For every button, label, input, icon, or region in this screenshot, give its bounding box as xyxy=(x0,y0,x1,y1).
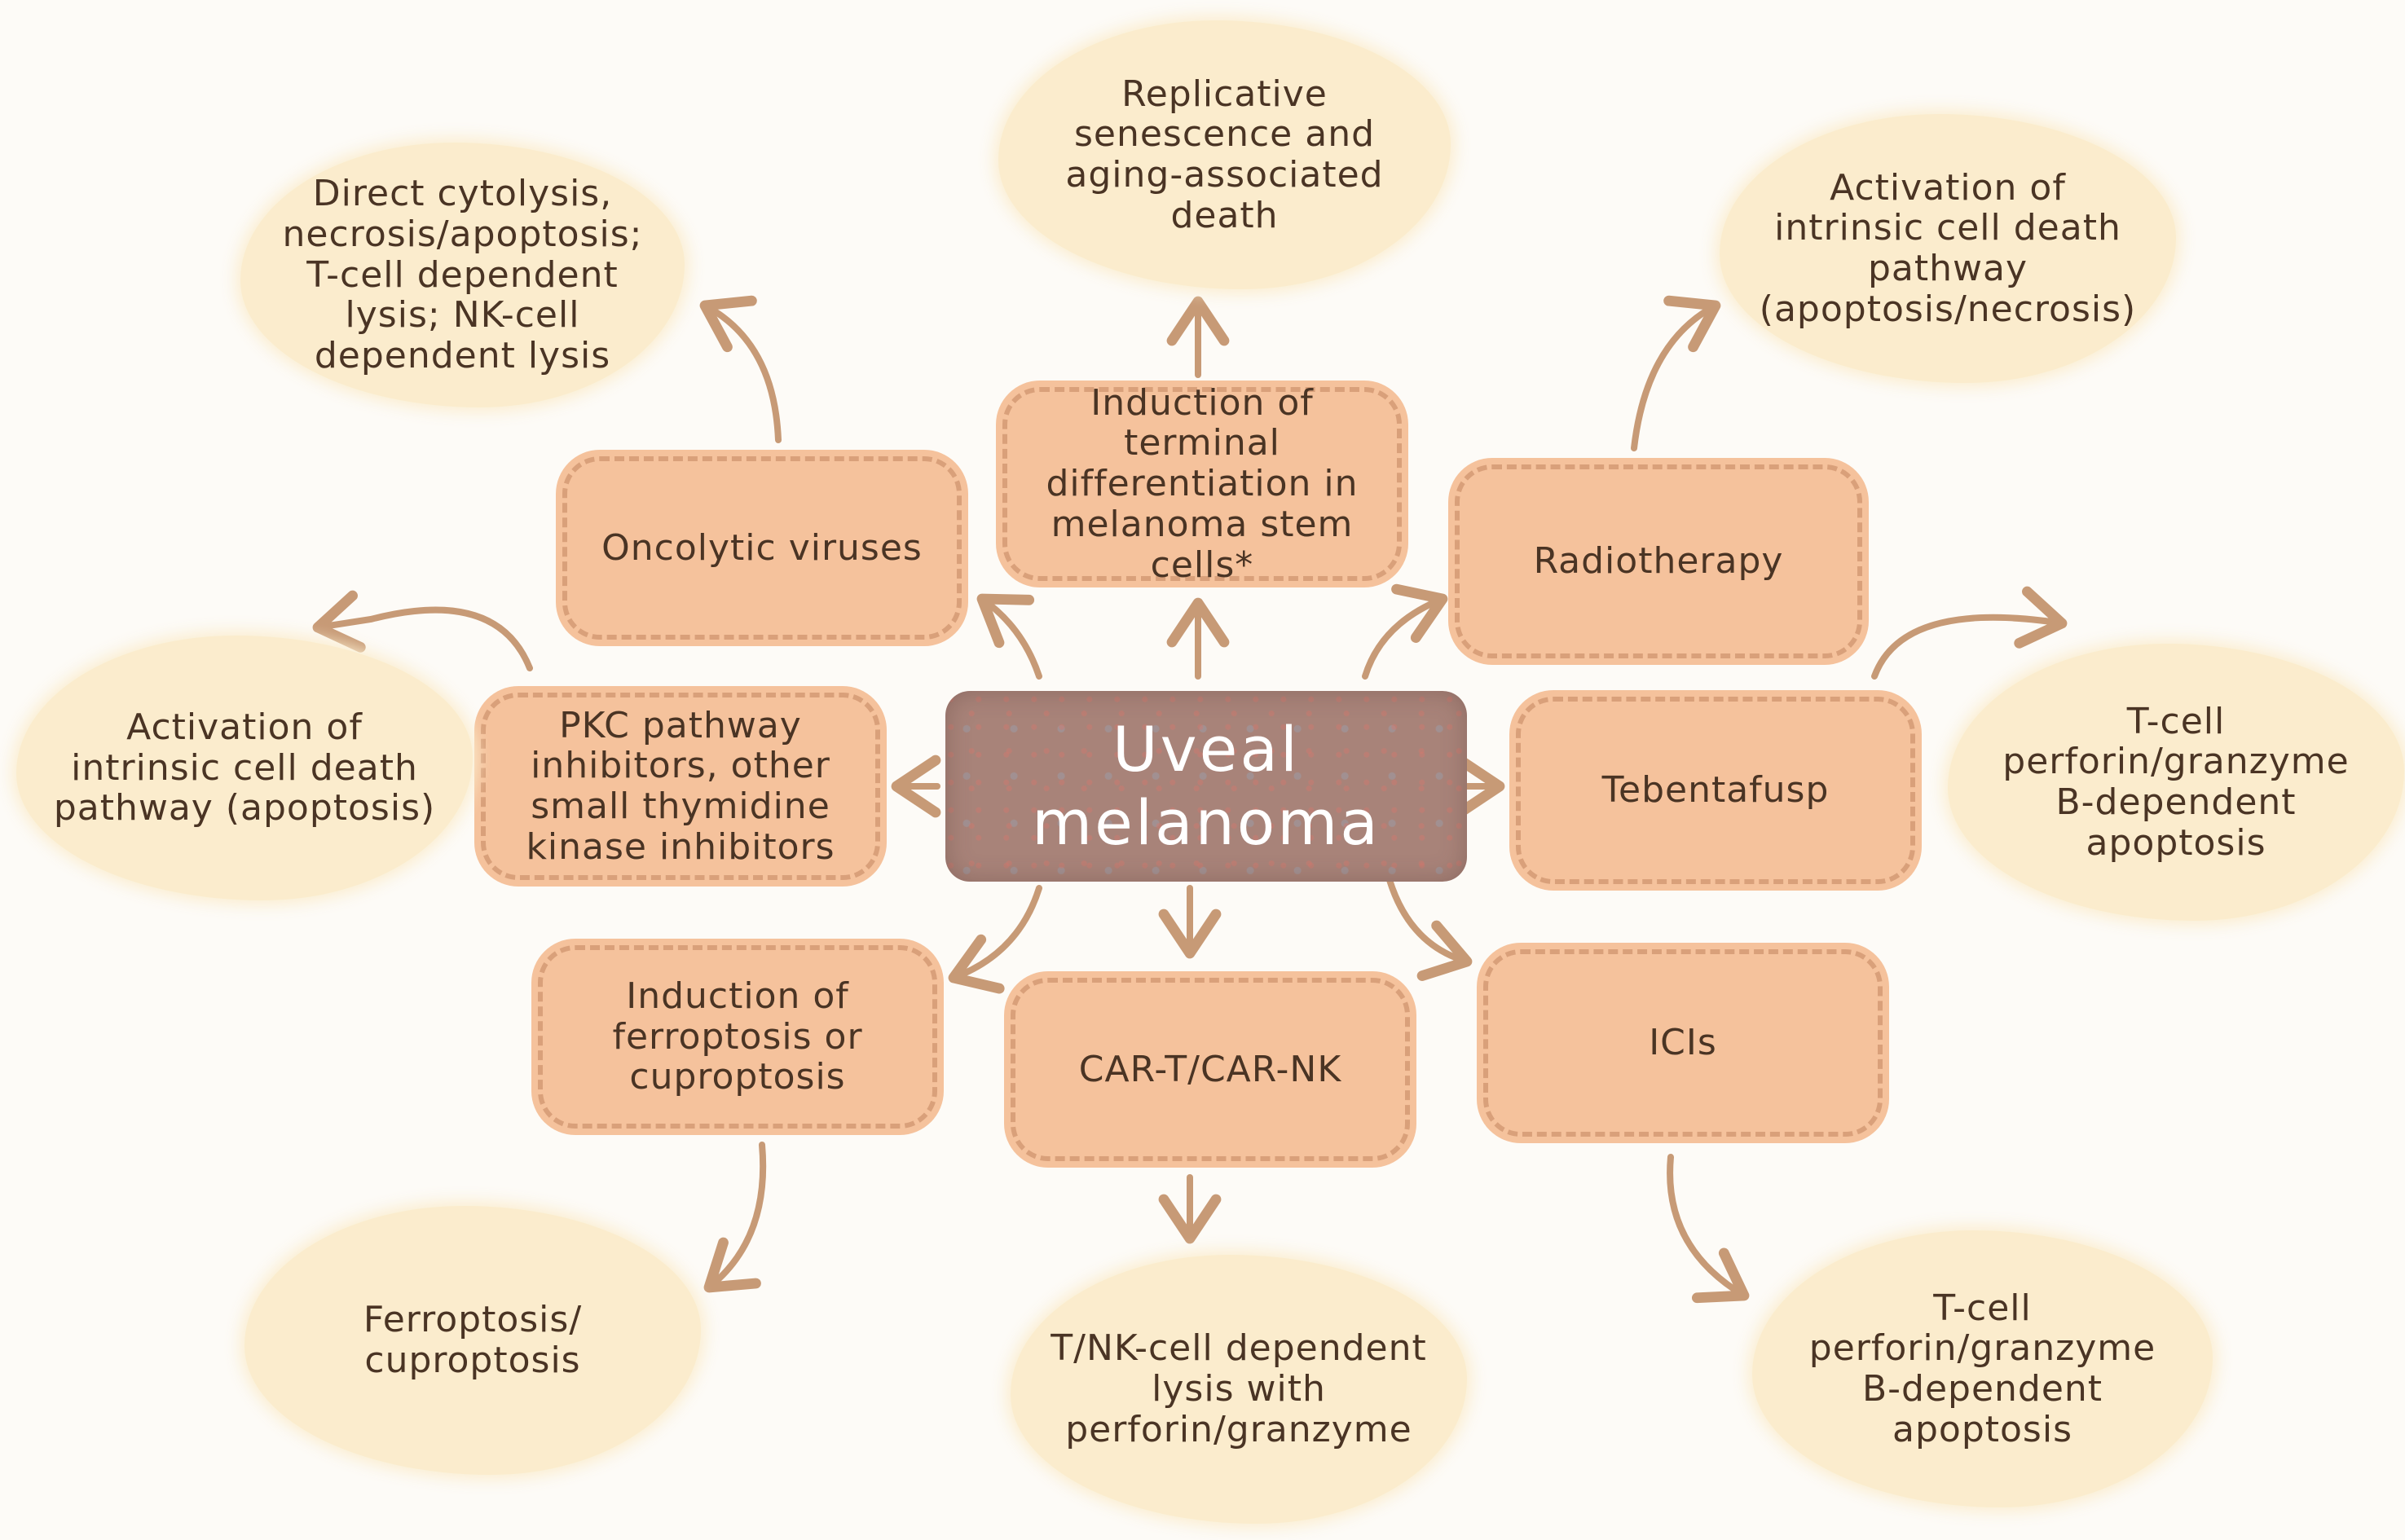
therapy-label: PKC pathway inhibitors, other small thym… xyxy=(526,704,835,868)
therapy-icis: ICIs xyxy=(1483,949,1883,1137)
therapy-oncolytic-viruses: Oncolytic viruses xyxy=(562,456,962,640)
outcome-label: T/NK-cell dependent lysis with perforin/… xyxy=(1051,1327,1427,1450)
arrow-center-to-ferroptosis-induction xyxy=(948,885,1042,994)
arrow-center-to-icis xyxy=(1386,877,1473,981)
therapy-label: Induction of terminal differentiation in… xyxy=(1046,381,1359,586)
outcome-direct-cytolysis: Direct cytolysis, necrosis/apoptosis; T-… xyxy=(240,143,685,407)
arrow-ferroptosis-induction-to-ferroptosis xyxy=(703,1142,767,1293)
outcome-intrinsic-apoptosis: Activation of intrinsic cell death pathw… xyxy=(16,636,473,900)
outcome-label: Ferroptosis/ cuproptosis xyxy=(363,1299,583,1381)
therapy-label: Tebentafusp xyxy=(1601,769,1830,812)
therapy-label: CAR-T/CAR-NK xyxy=(1078,1048,1342,1090)
outcome-label: T-cell perforin/granzyme B-dependent apo… xyxy=(2002,700,2350,864)
arrow-oncolytic-to-direct-cytolysis xyxy=(699,295,782,443)
therapy-terminal-differentiation: Induction of terminal differentiation in… xyxy=(1002,382,1402,585)
outcome-tcell-apoptosis-tebentafusp: T-cell perforin/granzyme B-dependent apo… xyxy=(1948,644,2404,921)
center-node-uveal-melanoma: Uveal melanoma xyxy=(945,691,1467,882)
arrow-radiotherapy-to-intrinsic-necrosis xyxy=(1631,295,1721,451)
outcome-label: Activation of intrinsic cell death pathw… xyxy=(1759,166,2137,330)
therapy-ferroptosis-induction: Induction of ferroptosis or cuproptosis xyxy=(538,945,937,1129)
outcome-tcell-apoptosis-icis: T-cell perforin/granzyme B-dependent apo… xyxy=(1752,1230,2213,1507)
center-label: Uveal melanoma xyxy=(1032,713,1381,859)
arrow-icis-to-tcell xyxy=(1667,1154,1750,1304)
outcome-label: Direct cytolysis, necrosis/apoptosis; T-… xyxy=(282,173,643,377)
therapy-label: Induction of ferroptosis or cuproptosis xyxy=(612,975,863,1098)
outcome-intrinsic-apoptosis-necrosis: Activation of intrinsic cell death pathw… xyxy=(1720,114,2176,383)
arrow-center-to-radiotherapy xyxy=(1362,583,1448,680)
therapy-radiotherapy: Radiotherapy xyxy=(1455,464,1862,658)
therapy-tebentafusp: Tebentafusp xyxy=(1516,697,1915,884)
therapy-label: ICIs xyxy=(1649,1022,1717,1064)
therapy-pkc-inhibitors: PKC pathway inhibitors, other small thym… xyxy=(481,693,880,880)
outcome-ferroptosis-cuproptosis: Ferroptosis/ cuproptosis xyxy=(244,1206,701,1475)
outcome-label: T-cell perforin/granzyme B-dependent apo… xyxy=(1808,1287,2156,1450)
outcome-senescence: Replicative senescence and aging-associa… xyxy=(998,20,1451,289)
arrow-tebentafusp-to-tcell xyxy=(1871,586,2068,680)
outcome-label: Activation of intrinsic cell death pathw… xyxy=(53,706,436,829)
therapy-label: Oncolytic viruses xyxy=(601,526,923,569)
therapy-car-t-car-nk: CAR-T/CAR-NK xyxy=(1011,978,1410,1161)
outcome-label: Replicative senescence and aging-associa… xyxy=(1065,73,1384,236)
therapy-label: Radiotherapy xyxy=(1533,540,1784,583)
outcome-tnk-lysis: T/NK-cell dependent lysis with perforin/… xyxy=(1011,1255,1467,1524)
arrow-center-to-oncolytic xyxy=(976,593,1042,680)
arrow-pkc-to-intrinsic-apoptosis xyxy=(312,590,533,671)
